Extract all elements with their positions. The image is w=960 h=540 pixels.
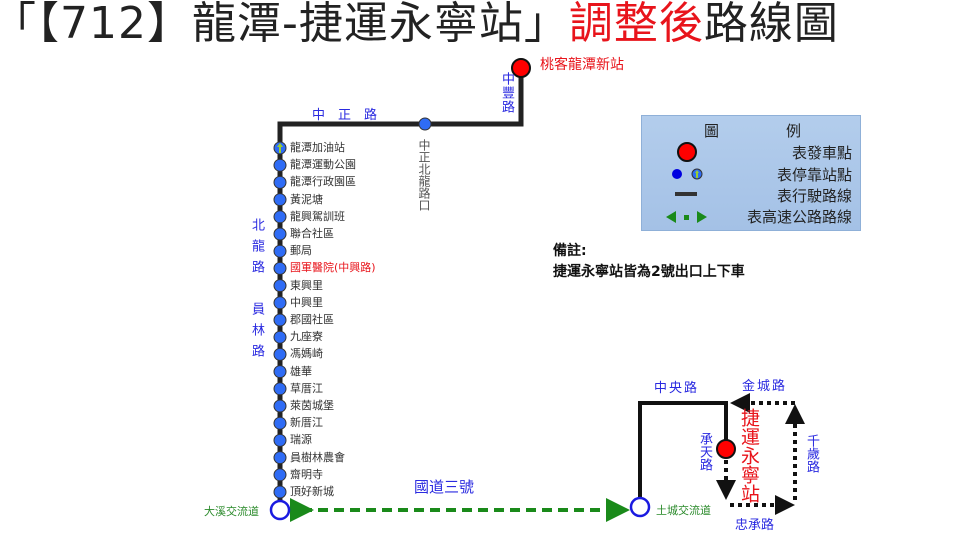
stop-marker[interactable] bbox=[273, 365, 287, 379]
origin-label: 桃客龍潭新站 bbox=[540, 57, 624, 73]
daxi-interchange-marker[interactable] bbox=[269, 499, 291, 521]
stop-label: 郵局 bbox=[290, 244, 312, 258]
stop-label: 雄華 bbox=[290, 364, 312, 378]
stop-label: 龍潭行政園區 bbox=[290, 175, 356, 189]
stop-zhongzheng-beilong[interactable] bbox=[418, 117, 432, 131]
stop-label: 龍潭運動公園 bbox=[290, 158, 356, 172]
stop-label: 國軍醫院(中興路) bbox=[290, 261, 376, 275]
stop-marker[interactable] bbox=[273, 433, 287, 447]
stop-label: 郡國社區 bbox=[290, 313, 334, 326]
stop-marker[interactable] bbox=[273, 261, 287, 275]
legend-route-icon bbox=[675, 192, 697, 196]
legend: 圖 例 表發車點 表停靠站點 表行駛路線 表高速公路路線 bbox=[641, 115, 861, 231]
legend-item-freeway: 表高速公路路線 bbox=[746, 208, 852, 226]
legend-item-stop: 表停靠站點 bbox=[776, 166, 852, 184]
legend-origin-icon bbox=[677, 142, 697, 162]
road-label-jincheng: 金城路 bbox=[742, 379, 788, 394]
page-title: 「【712】龍潭-捷運永寧站」調整後路線圖 bbox=[0, 0, 839, 52]
stop-label: 馮媽崎 bbox=[290, 347, 323, 361]
road-label-zhongcheng: 忠承路 bbox=[735, 518, 775, 533]
stop-label: 龍興駕訓班 bbox=[290, 209, 345, 223]
stop-label: 新厝江 bbox=[290, 416, 323, 430]
stop-label: 中興里 bbox=[290, 295, 323, 309]
stop-marker[interactable] bbox=[273, 330, 287, 344]
stop-marker[interactable] bbox=[273, 416, 287, 430]
stop-marker[interactable] bbox=[273, 468, 287, 482]
stop-marker[interactable] bbox=[273, 193, 287, 207]
stop-marker[interactable] bbox=[273, 210, 287, 224]
stop-marker[interactable] bbox=[273, 399, 287, 413]
freeway-label: 國道三號 bbox=[414, 478, 475, 496]
stop-marker[interactable] bbox=[273, 175, 287, 189]
tucheng-interchange-marker[interactable] bbox=[629, 496, 651, 518]
stop-marker[interactable] bbox=[273, 313, 287, 327]
title-suffix: 路線圖 bbox=[703, 0, 839, 49]
stop-marker[interactable] bbox=[273, 347, 287, 361]
legend-item-route: 表行駛路線 bbox=[776, 187, 852, 205]
route-line-tucheng bbox=[638, 401, 728, 507]
note-text: 捷運永寧站皆為2號出口上下車 bbox=[553, 264, 745, 280]
stop-label: 九座寮 bbox=[290, 330, 323, 344]
stop-label: 聯合社區 bbox=[290, 227, 334, 240]
stop-label: 頂好新城 bbox=[290, 485, 334, 498]
stop-label: 草厝江 bbox=[290, 381, 323, 395]
note-label: 備註: bbox=[553, 243, 587, 259]
loop-dotted bbox=[716, 393, 805, 515]
stop-label: 齋明寺 bbox=[290, 467, 323, 481]
title-highlight: 調整後 bbox=[568, 0, 704, 49]
stop-marker[interactable] bbox=[273, 244, 287, 258]
legend-freeway-icon bbox=[666, 211, 707, 223]
legend-title-right: 例 bbox=[786, 122, 802, 140]
stop-label: 瑞源 bbox=[290, 433, 312, 447]
road-label-zhongyang: 中央路 bbox=[654, 381, 700, 396]
terminal-marker[interactable] bbox=[716, 439, 736, 459]
legend-item-origin: 表發車點 bbox=[791, 144, 852, 162]
stop-marker[interactable] bbox=[273, 279, 287, 293]
daxi-interchange-label: 大溪交流道 bbox=[204, 505, 259, 518]
stop-label: 東興里 bbox=[290, 278, 323, 292]
road-label-zhongfeng: 中豐路 bbox=[499, 72, 514, 114]
tucheng-interchange-label: 土城交流道 bbox=[656, 504, 711, 517]
road-label-qiansui: 千歲路 bbox=[804, 434, 819, 473]
legend-stop-icon bbox=[672, 169, 682, 179]
stop-marker[interactable] bbox=[273, 451, 287, 465]
road-label-beilong-yuanlin: 北龍路 員林路 bbox=[249, 218, 264, 365]
special-stop-icon bbox=[277, 143, 283, 153]
origin-marker[interactable] bbox=[511, 58, 531, 78]
stop-label: 黃泥塘 bbox=[290, 192, 323, 206]
stop-label: 萊茵城堡 bbox=[290, 399, 334, 412]
stop-marker[interactable] bbox=[273, 158, 287, 172]
stop-label: 龍潭加油站 bbox=[290, 141, 345, 154]
stop-label: 員樹林農會 bbox=[290, 450, 345, 464]
legend-title-left: 圖 bbox=[704, 122, 720, 140]
terminal-label: 捷運永寧站 bbox=[738, 408, 760, 503]
road-label-zhongzheng: 中 正 路 bbox=[312, 108, 378, 123]
title-main: 「【712】龍潭-捷運永寧站」 bbox=[0, 0, 569, 49]
stop-marker[interactable] bbox=[273, 296, 287, 310]
road-label-chengtian: 承天路 bbox=[697, 432, 712, 471]
stop-marker[interactable] bbox=[273, 485, 287, 499]
stop-marker[interactable] bbox=[273, 382, 287, 396]
top-stop-label: 中正北龍路口 bbox=[417, 139, 431, 211]
stop-marker[interactable] bbox=[273, 227, 287, 241]
